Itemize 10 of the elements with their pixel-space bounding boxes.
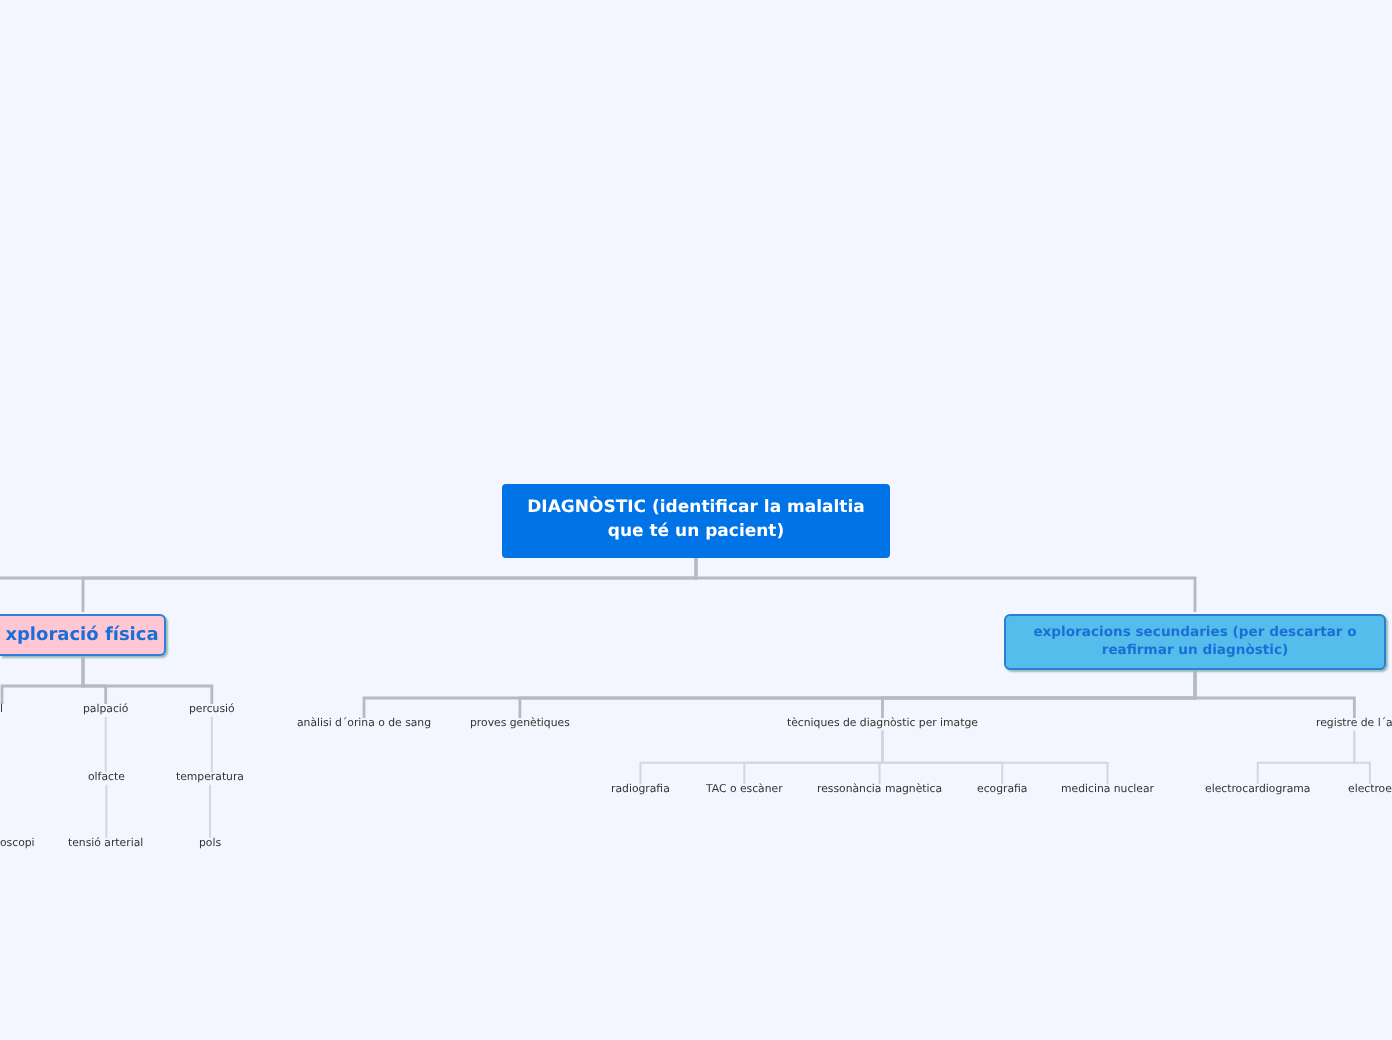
connector-line — [209, 783, 211, 839]
connector-line — [104, 715, 107, 773]
central-topic-box: DIAGNÒSTIC (identificar la malaltia que té un pacient) — [502, 484, 890, 558]
connector-line — [1353, 729, 1371, 785]
connector-line — [210, 715, 213, 773]
connector-line — [0, 558, 698, 580]
connector-line — [105, 783, 108, 839]
topic-box: xploració física — [0, 614, 166, 656]
connector-line — [1193, 670, 1356, 718]
connector-line — [81, 656, 214, 704]
